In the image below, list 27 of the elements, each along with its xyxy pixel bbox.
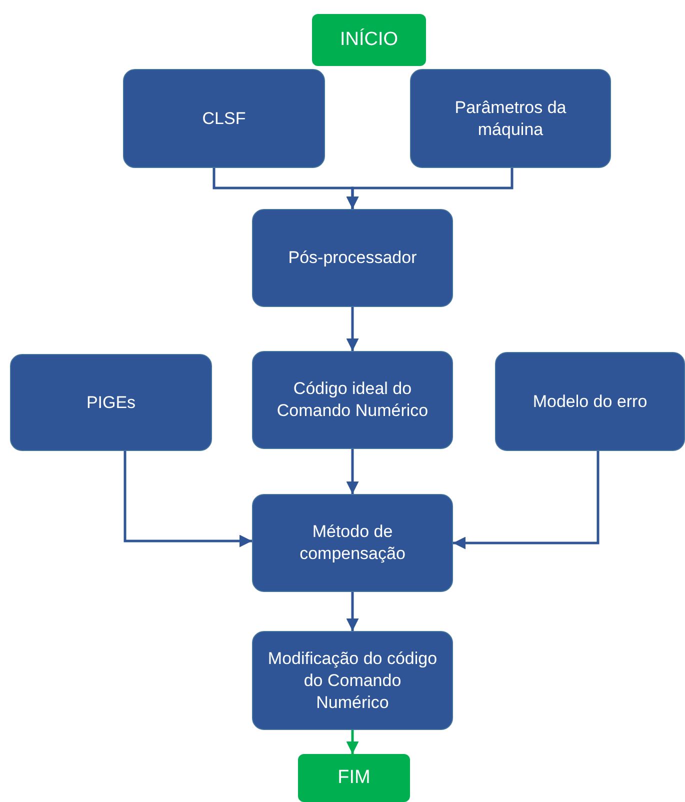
process-box [252, 209, 453, 307]
arrow [346, 449, 359, 494]
arrow [124, 451, 252, 548]
terminal-box [312, 14, 426, 66]
process-box [252, 631, 453, 730]
node-label: CLSF [202, 108, 246, 130]
node-label: Modificação do código do Comando Numérico [267, 648, 438, 714]
arrow [346, 307, 359, 351]
process-box [495, 352, 685, 451]
node-label: INÍCIO [340, 29, 398, 51]
arrow [453, 451, 600, 550]
terminal-box [298, 754, 410, 802]
node-label: Método de compensação [298, 521, 406, 565]
process-box [123, 69, 325, 168]
node-label: Modelo do erro [532, 390, 648, 412]
process-box [252, 494, 453, 592]
node-label: Parâmetros da máquina [454, 96, 568, 140]
process-box [410, 69, 611, 168]
node-label: PIGEs [86, 392, 136, 414]
process-box [252, 351, 453, 449]
node-label: Pós-processador [288, 247, 417, 269]
node-label: FIM [338, 767, 370, 789]
arrow [346, 730, 359, 754]
node-label: Código ideal do Comando Numérico [276, 378, 430, 422]
process-box [10, 354, 212, 451]
arrow [346, 592, 359, 631]
arrow [346, 168, 514, 209]
